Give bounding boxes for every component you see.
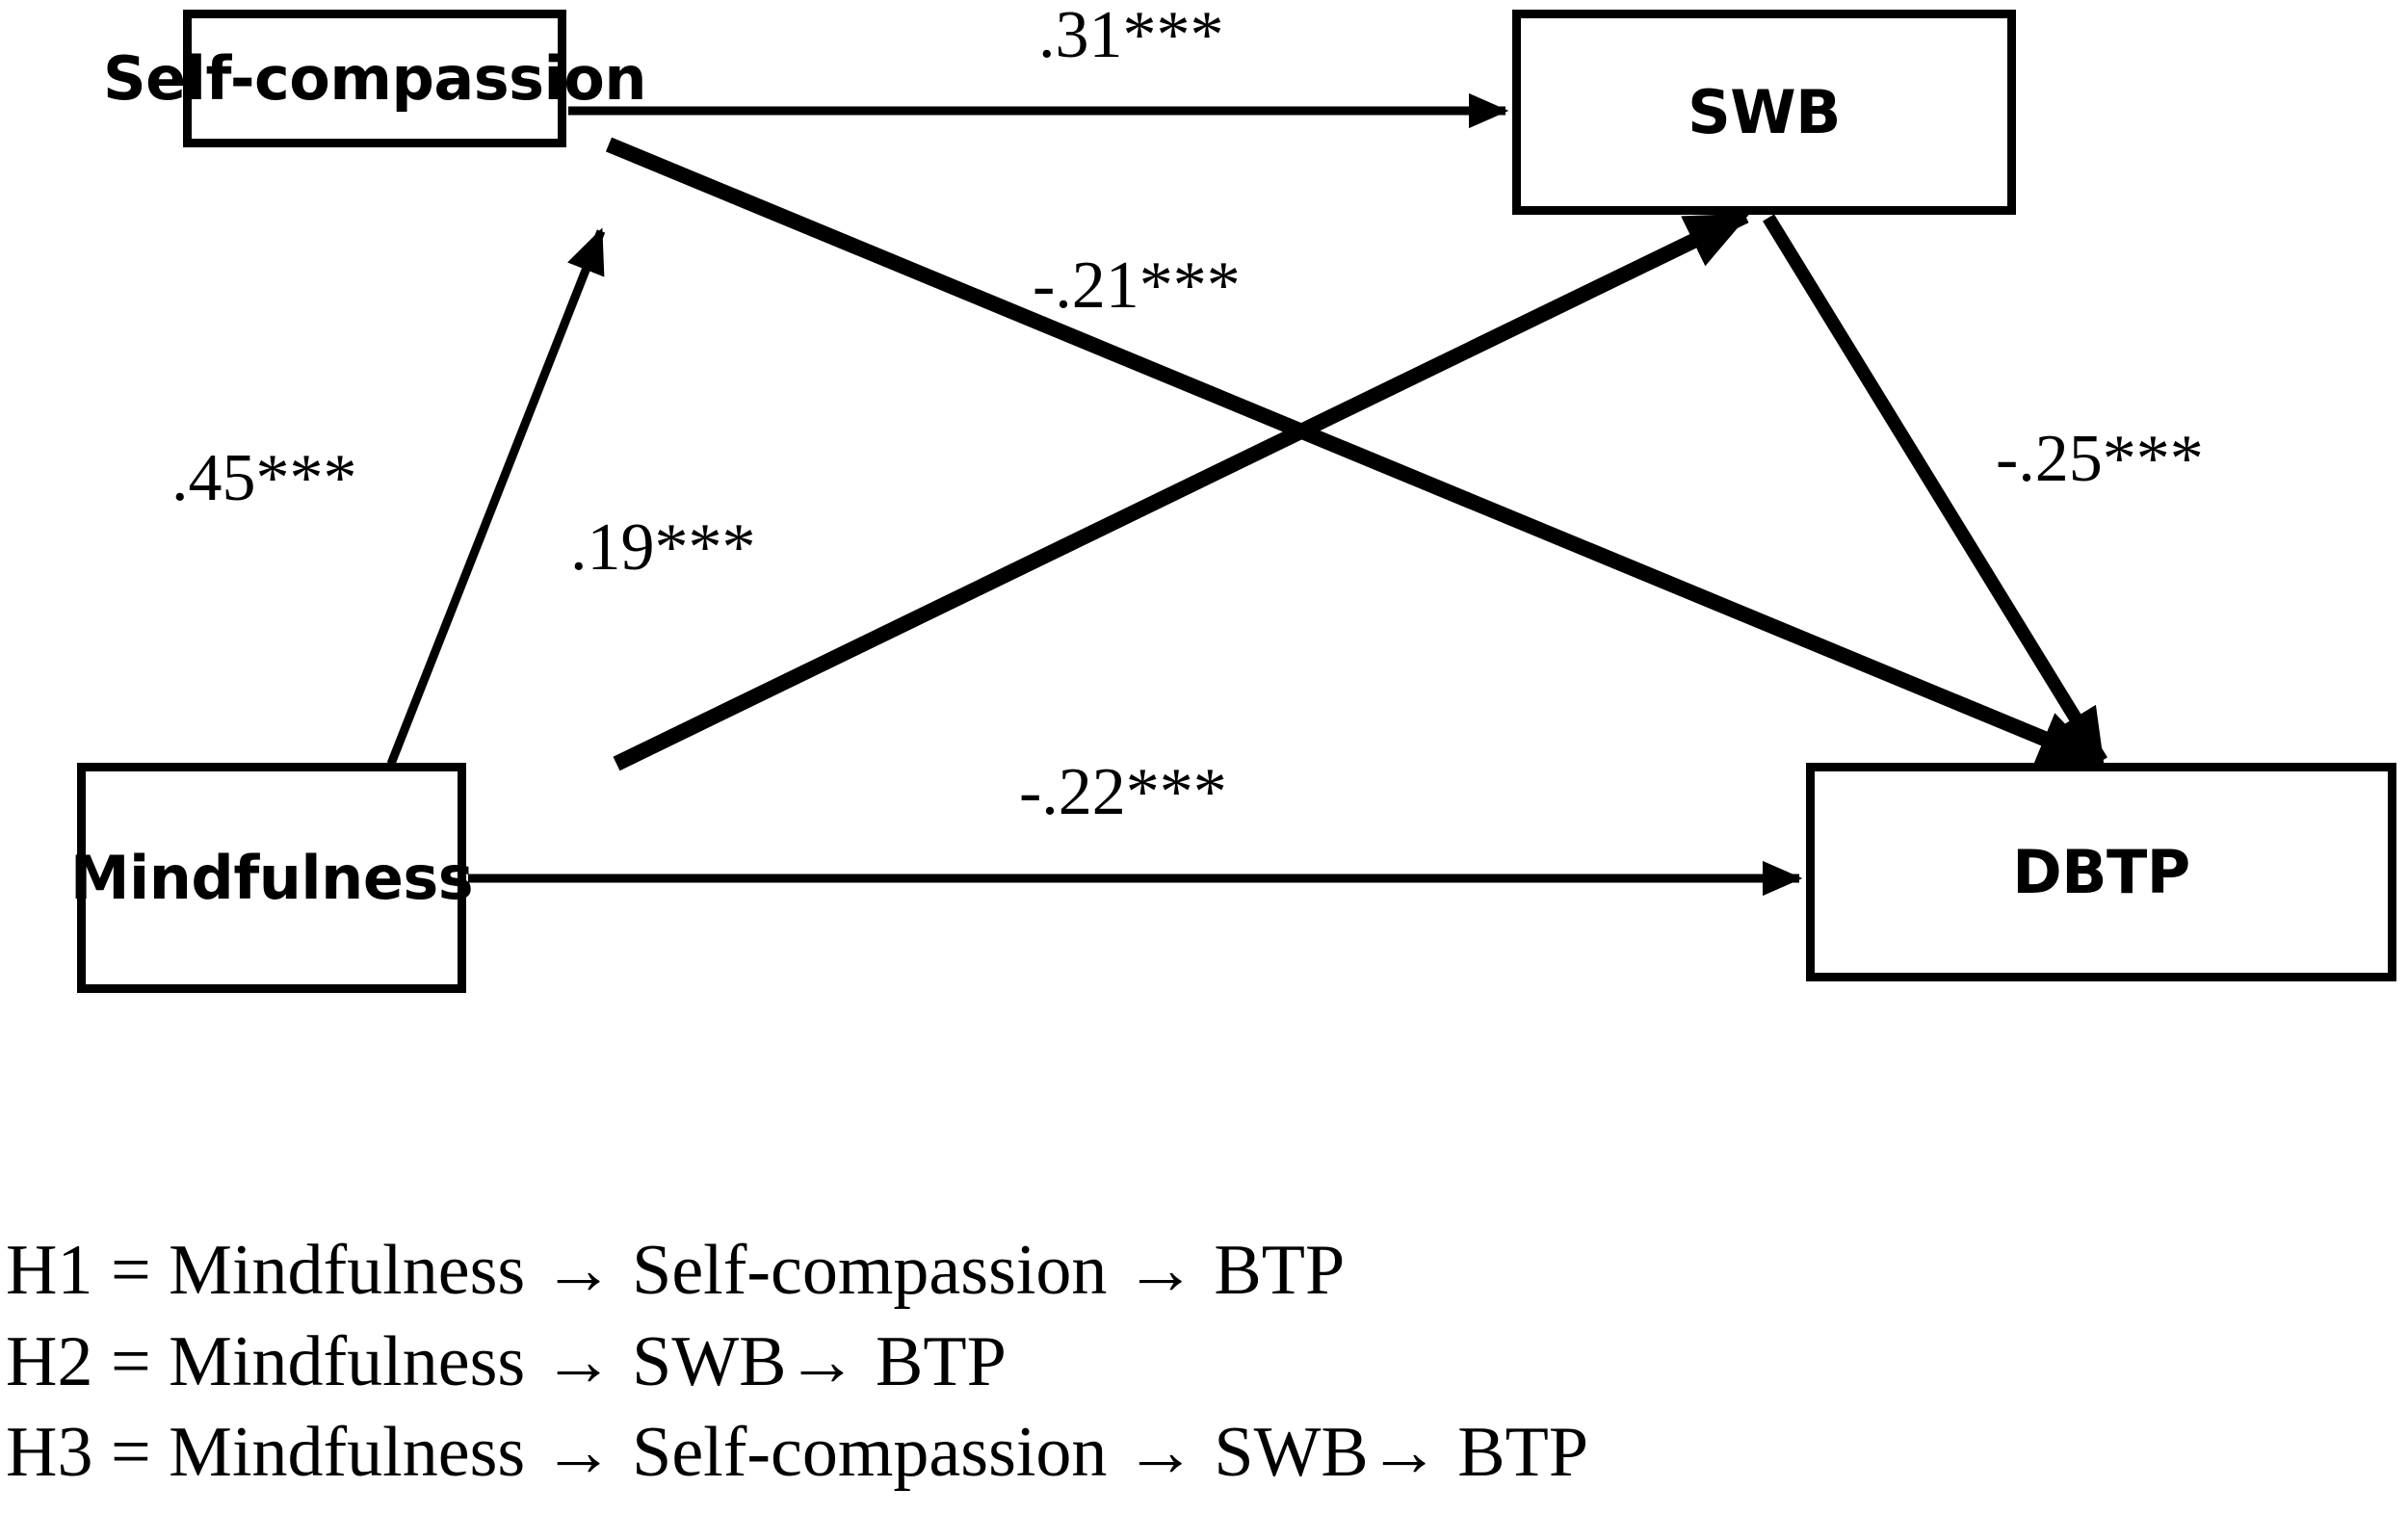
node-mindfulness-label: Mindfulness [69,843,474,913]
path-label-swb-to-dbtp: -.25*** [1996,422,2204,496]
hypothesis-line-h1: H1 = Mindfulness → Self-compassion → BTP [6,1231,1346,1310]
path-label-mindfulness-to-swb: .19*** [570,510,756,585]
arrow-swb-to-dbtp [1763,214,2107,765]
arrow-mindfulness-to-self-compassion [386,227,606,766]
path-label-self-compassion-to-dbtp: -.21*** [1033,248,1241,323]
hypotheses-legend: H1 = Mindfulness → Self-compassion → BTP… [6,1225,2317,1499]
node-self-compassion[interactable]: Self-compassion [103,10,647,147]
hypothesis-line-h2: H2 = Mindfulness → SWB→ BTP [6,1321,1007,1401]
path-label-self-compassion-to-swb: .31*** [1038,0,1224,72]
node-swb-label: SWB [1688,77,1841,147]
node-swb[interactable]: SWB [1512,10,2016,215]
node-dbtp[interactable]: DBTP [1806,763,2396,981]
node-self-compassion-label: Self-compassion [102,43,647,114]
path-label-mindfulness-to-dbtp: -.22*** [1019,755,1227,829]
hypothesis-line-h3: H3 = Mindfulness → Self-compassion → SWB… [6,1413,1588,1493]
path-label-mindfulness-to-self-compassion: .45*** [171,441,357,515]
arrow-self-compassion-to-dbtp [605,137,2103,769]
node-mindfulness[interactable]: Mindfulness [70,763,474,993]
node-dbtp-label: DBTP [2012,837,2190,907]
arrow-mindfulness-to-swb [613,208,1750,771]
